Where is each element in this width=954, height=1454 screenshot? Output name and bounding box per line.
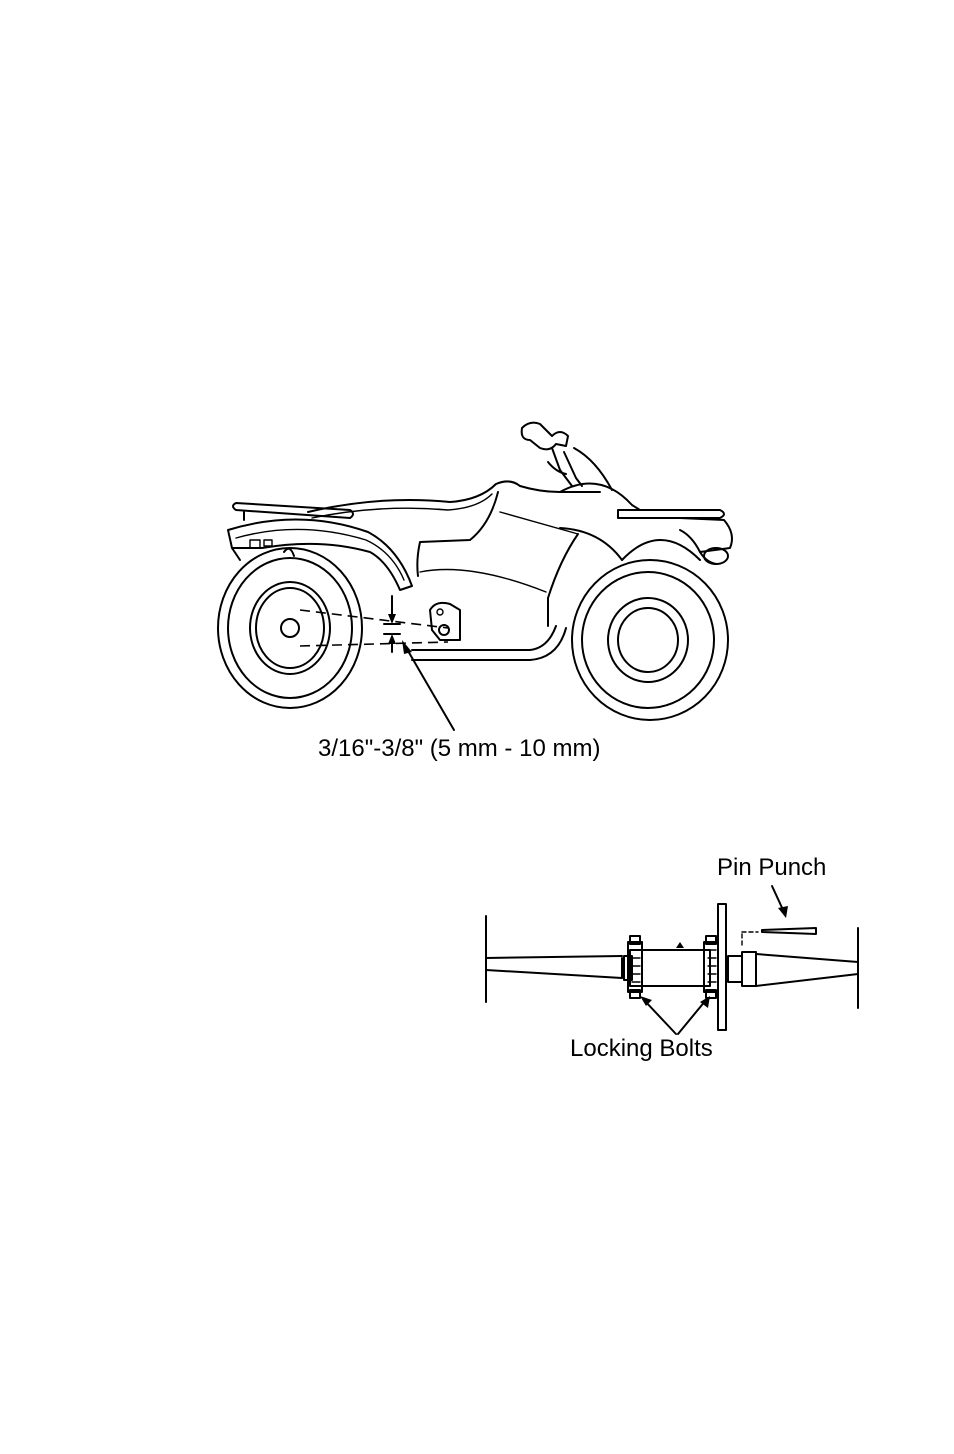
locking-bolts-label: Locking Bolts	[570, 1037, 713, 1061]
hub-nut	[728, 952, 756, 986]
pin-punch-tool	[762, 928, 816, 934]
chain-slack-label: 3/16"-3/8" (5 mm - 10 mm)	[318, 737, 600, 761]
axle-housing-tube	[622, 950, 710, 986]
pin-punch-arrow	[772, 886, 788, 918]
pin-punch-label: Pin Punch	[717, 856, 826, 880]
locking-bolts-arrows	[640, 996, 710, 1034]
grease-fitting	[676, 942, 684, 948]
axle-shaft	[486, 954, 858, 986]
brake-disc	[718, 904, 726, 1030]
